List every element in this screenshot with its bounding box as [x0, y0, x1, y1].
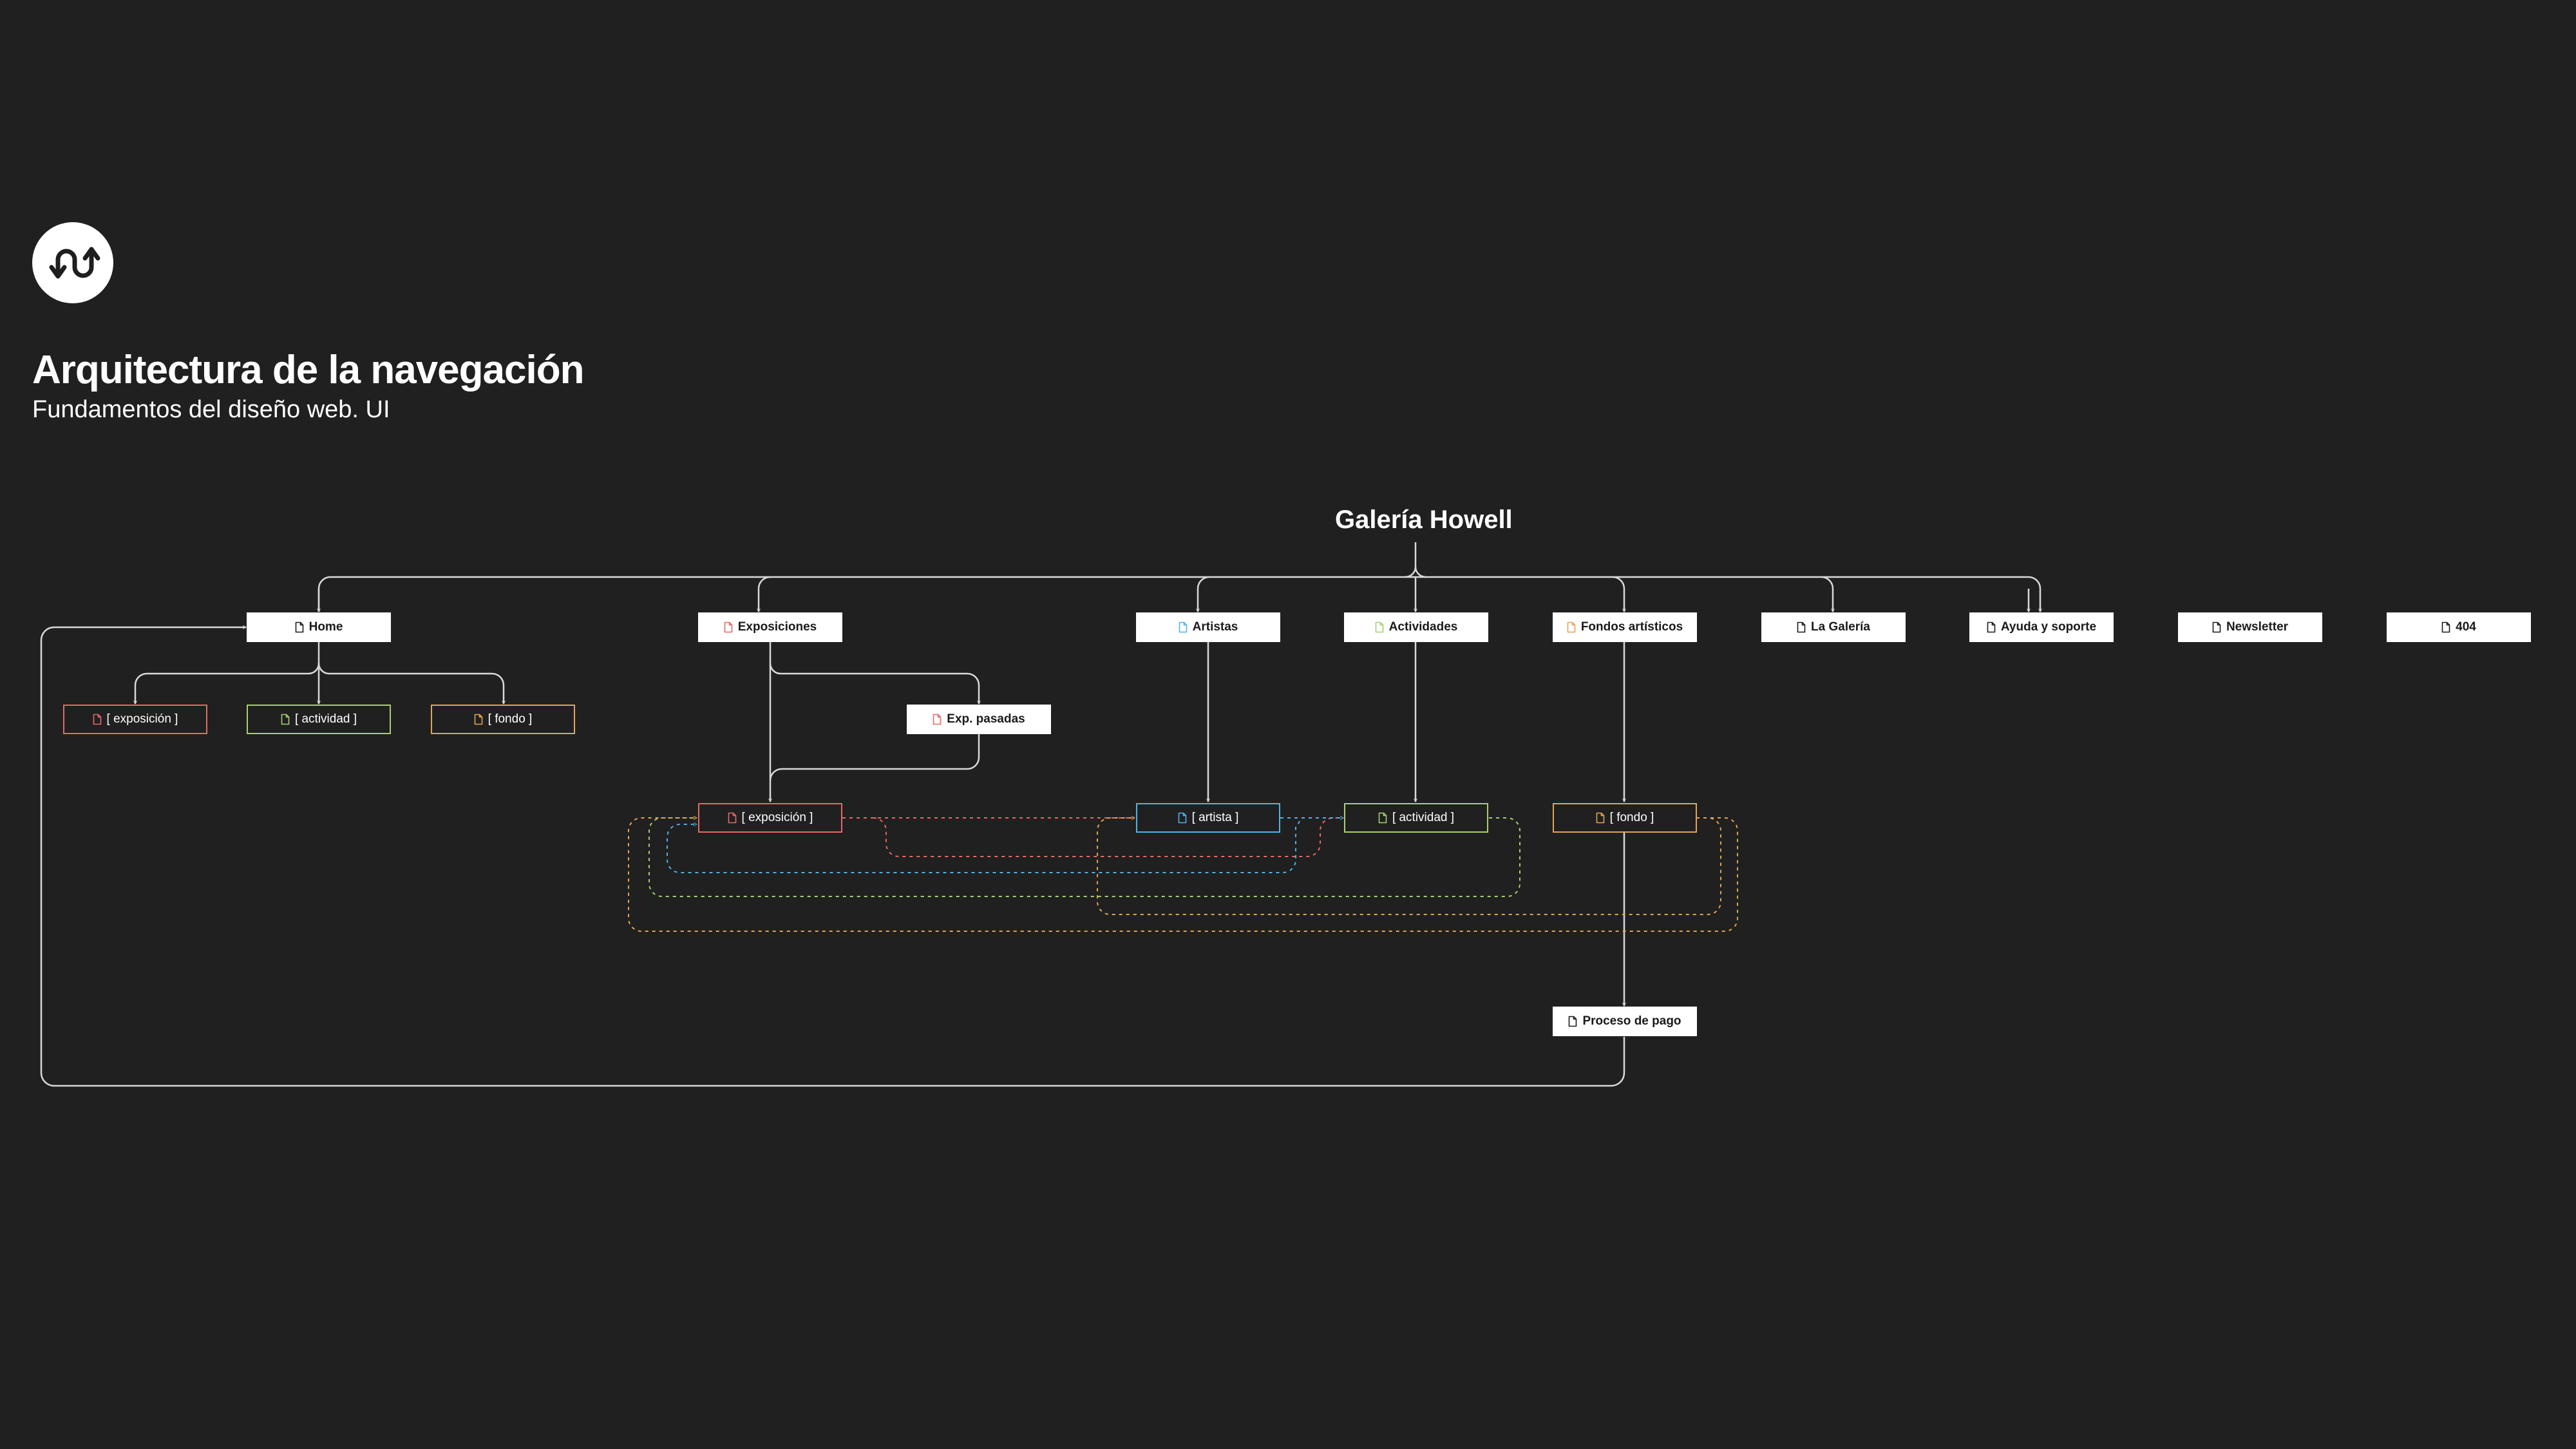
document-icon [1569, 1016, 1577, 1027]
document-icon [93, 714, 101, 725]
node-label: Exposiciones [737, 620, 817, 634]
node-exposicion[interactable]: [ exposición ] [698, 803, 842, 833]
document-icon [728, 812, 736, 824]
node-label: [ actividad ] [294, 712, 357, 726]
document-icon [295, 621, 303, 633]
node-label: [ exposición ] [741, 811, 813, 824]
node-label: Fondos artísticos [1580, 620, 1683, 634]
node-label: Ayuda y soporte [2000, 620, 2097, 634]
node-label: La Galería [1811, 620, 1870, 634]
document-icon [1797, 621, 1806, 633]
document-icon [1375, 621, 1383, 633]
node-404[interactable]: 404 [2387, 612, 2531, 642]
document-icon [1178, 812, 1186, 824]
document-icon [2212, 621, 2221, 633]
document-icon [724, 621, 733, 633]
node-label: Exp. pasadas [947, 712, 1025, 726]
node-home-exposicion[interactable]: [ exposición ] [63, 705, 207, 734]
node-label: [ actividad ] [1392, 811, 1455, 824]
document-icon [281, 714, 290, 725]
node-fondos-artisticos[interactable]: Fondos artísticos [1553, 612, 1697, 642]
document-icon [1179, 621, 1187, 633]
node-label: [ artista ] [1191, 811, 1239, 824]
hierarchy-connectors [40, 542, 2040, 1087]
node-la-galeria[interactable]: La Galería [1761, 612, 1906, 642]
document-icon [474, 714, 482, 725]
page-title: Arquitectura de la navegación [32, 348, 584, 392]
node-home-actividad[interactable]: [ actividad ] [247, 705, 391, 734]
root-node-galeria-howell: Galería Howell [1335, 506, 1513, 534]
document-icon [1987, 621, 1996, 633]
document-icon [1567, 621, 1576, 633]
node-label: Newsletter [2226, 620, 2289, 634]
node-label: [ fondo ] [1609, 811, 1654, 824]
route-arrows-icon [49, 247, 100, 279]
node-fondo[interactable]: [ fondo ] [1553, 803, 1697, 833]
node-label: Home [308, 620, 343, 634]
node-label: Proceso de pago [1582, 1014, 1681, 1028]
node-artistas[interactable]: Artistas [1136, 612, 1280, 642]
node-label: Actividades [1388, 620, 1458, 634]
node-newsletter[interactable]: Newsletter [2178, 612, 2322, 642]
node-proceso-de-pago[interactable]: Proceso de pago [1553, 1007, 1697, 1036]
node-label: [ fondo ] [488, 712, 533, 726]
node-home[interactable]: Home [247, 612, 391, 642]
node-label: [ exposición ] [106, 712, 178, 726]
document-icon [1378, 812, 1387, 824]
node-home-fondo[interactable]: [ fondo ] [431, 705, 575, 734]
node-exposiciones[interactable]: Exposiciones [698, 612, 842, 642]
page-subtitle: Fundamentos del diseño web. UI [32, 396, 390, 423]
node-artista[interactable]: [ artista ] [1136, 803, 1280, 833]
document-icon [1596, 812, 1604, 824]
logo [32, 222, 113, 303]
node-actividades[interactable]: Actividades [1344, 612, 1488, 642]
document-icon [2441, 621, 2450, 633]
node-label: 404 [2456, 620, 2476, 634]
node-ayuda-y-soporte[interactable]: Ayuda y soporte [1969, 612, 2114, 642]
node-actividad[interactable]: [ actividad ] [1344, 803, 1488, 833]
node-label: Artistas [1192, 620, 1238, 634]
cross-links [628, 818, 1738, 932]
document-icon [933, 714, 942, 725]
node-exp-pasadas[interactable]: Exp. pasadas [907, 705, 1051, 734]
